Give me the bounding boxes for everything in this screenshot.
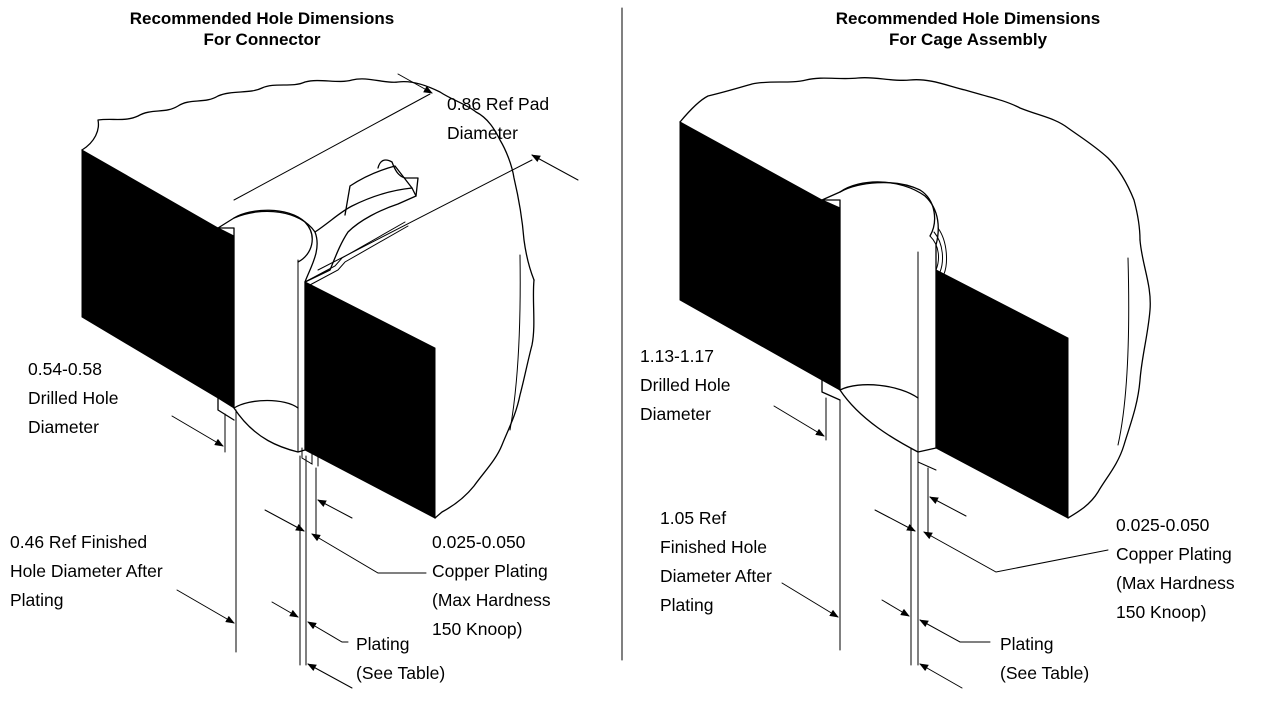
left-plating-line1: Plating — [356, 634, 410, 654]
copper-arrow-left-in — [264, 509, 305, 532]
plating-arrow-right-in — [881, 599, 910, 617]
left-drilled-line1: 0.54-0.58 — [28, 359, 102, 379]
pad-diameter-label-line2: Diameter — [447, 123, 518, 143]
right-finished-line3: Diameter After — [660, 566, 772, 586]
right-plating-line2: (See Table) — [1000, 663, 1089, 683]
right-board-cutaway — [679, 76, 1151, 519]
left-drilled-line3: Diameter — [28, 417, 99, 437]
right-copper-line2: Copper Plating — [1116, 544, 1232, 564]
left-board-cutaway — [81, 78, 535, 519]
left-title-line2: For Connector — [203, 30, 320, 49]
pad-diameter-label-line1: 0.86 Ref Pad — [447, 94, 549, 114]
right-finished-line1: 1.05 Ref — [660, 508, 726, 528]
plating-leader-right — [919, 619, 991, 643]
drilled-hole-arrow-right — [773, 405, 825, 437]
left-copper-line1: 0.025-0.050 — [432, 532, 526, 552]
pad-arrow-lower — [531, 154, 579, 181]
copper-arrow-left-out — [317, 499, 353, 519]
plating-arrow-right-out — [919, 663, 963, 689]
right-copper-line1: 0.025-0.050 — [1116, 515, 1210, 535]
plating-leader-left — [307, 621, 349, 643]
finished-hole-arrow-left — [176, 589, 235, 624]
left-finished-line1: 0.46 Ref Finished — [10, 532, 147, 552]
copper-leader-left — [311, 533, 427, 574]
right-finished-line2: Finished Hole — [660, 537, 767, 557]
right-plating-line1: Plating — [1000, 634, 1054, 654]
right-panel: Recommended Hole Dimensions For Cage Ass… — [640, 9, 1235, 689]
copper-arrow-right-in — [874, 509, 916, 532]
left-title-line1: Recommended Hole Dimensions — [130, 9, 395, 28]
plating-arrow-left-in — [271, 601, 299, 618]
left-finished-line3: Plating — [10, 590, 64, 610]
plating-arrow-left-out — [307, 663, 353, 689]
left-copper-line2: Copper Plating — [432, 561, 548, 581]
drilled-hole-arrow-left — [171, 415, 224, 447]
left-copper-line4: 150 Knoop) — [432, 619, 523, 639]
right-copper-line3: (Max Hardness — [1116, 573, 1235, 593]
left-copper-line3: (Max Hardness — [432, 590, 551, 610]
copper-arrow-right-out — [929, 496, 967, 517]
left-plating-line2: (See Table) — [356, 663, 445, 683]
right-drilled-line3: Diameter — [640, 404, 711, 424]
right-title-line2: For Cage Assembly — [889, 30, 1048, 49]
right-drilled-line2: Drilled Hole — [640, 375, 730, 395]
copper-leader-right — [923, 531, 1109, 573]
pad-dim-line-lower — [317, 159, 533, 271]
left-panel: Recommended Hole Dimensions For Connecto… — [10, 9, 579, 689]
left-finished-line2: Hole Diameter After — [10, 561, 163, 581]
pad-dim-line-upper — [233, 93, 431, 201]
finished-hole-arrow-right — [781, 582, 839, 618]
right-drilled-line1: 1.13-1.17 — [640, 346, 714, 366]
right-copper-line4: 150 Knoop) — [1116, 602, 1207, 622]
right-finished-line4: Plating — [660, 595, 714, 615]
right-title-line1: Recommended Hole Dimensions — [836, 9, 1101, 28]
pad-arrow-upper — [397, 73, 433, 94]
left-drilled-line2: Drilled Hole — [28, 388, 118, 408]
